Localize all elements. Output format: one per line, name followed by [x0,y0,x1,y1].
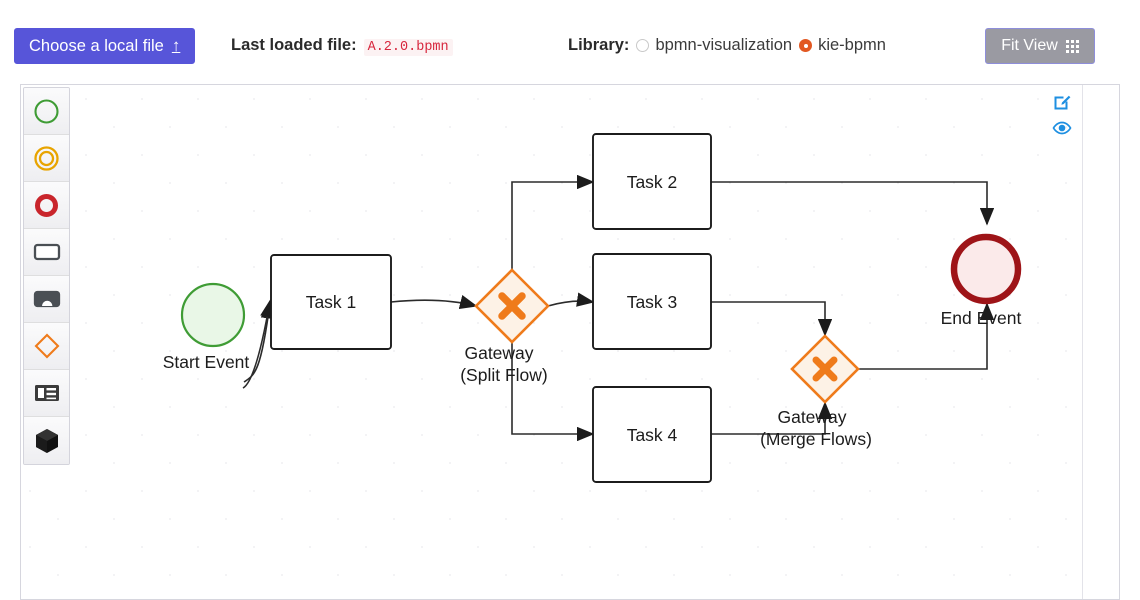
end-event-icon [35,193,58,217]
last-loaded-file: Last loaded file: A.2.0.bpmn [231,36,453,56]
library-label: Library: [568,36,630,54]
flow-task-2-to-end-event[interactable] [711,181,995,226]
task-4-label: Task 4 [627,425,678,445]
gateway-merge-x-icon [812,356,838,382]
gateway-split-x-icon [498,292,526,320]
flow-task-3-to-gateway-merge[interactable] [711,301,833,337]
diagram-canvas[interactable]: Start Event Task 1 Gateway (Split Flow) [20,84,1120,600]
library-selector: Library: bpmn-visualization kie-bpmn [568,36,886,55]
grid-dots-icon [1065,39,1079,53]
flow-start-task1[interactable] [243,302,268,386]
data-table-icon [34,385,59,401]
choose-local-file-button[interactable]: Choose a local file ↑ [14,28,196,64]
diagram-canvas-surface[interactable]: Start Event Task 1 Gateway (Split Flow) [21,85,1083,599]
subprocess-icon [33,290,60,308]
node-start-event[interactable]: Start Event [163,282,250,372]
gateway-merge-label-line2: (Merge Flows) [760,429,872,449]
fit-view-button[interactable]: Fit View [985,28,1095,64]
task-4-shape[interactable] [592,386,712,483]
intermediate-event-icon [34,145,59,171]
node-end-event[interactable]: End Event [941,233,1022,328]
radio-unchecked-icon[interactable] [636,39,650,52]
start-event-icon [34,98,59,124]
library-radio-bpmn-visualization[interactable]: bpmn-visualization [636,36,792,55]
flow-gateway-split-to-task-4[interactable] [511,306,595,442]
library-option-label: kie-bpmn [818,36,886,54]
seq-start-task1[interactable] [244,301,270,386]
sequence-flows [243,300,276,383]
gateway-split-label-line1: Gateway [464,343,533,363]
palette-item-subprocess[interactable] [24,276,69,323]
task-2-shape[interactable] [592,133,712,230]
eye-visibility-icon[interactable] [1052,118,1072,138]
flow-layer [242,297,271,386]
task-3-label: Task 3 [627,292,678,312]
palette-item-start-event[interactable] [24,88,69,135]
canvas-tools-rail[interactable] [1044,87,1080,138]
palette-item-task[interactable] [24,229,69,276]
upload-arrow-icon: ↑ [171,36,181,55]
bpmn-diagram: Start Event Task 1 Gateway (Split Flow) [163,133,1022,483]
sequence-flow-group [242,174,995,442]
last-loaded-file-label: Last loaded file: [231,36,357,54]
start-event-label: Start Event [163,352,250,372]
node-task-4[interactable]: Task 4 [592,386,712,483]
task-3-shape[interactable] [592,253,712,350]
palette-item-intermediate-event[interactable] [24,135,69,182]
flow-start-to-task1[interactable] [243,300,276,383]
gateway-merge-label-line1: Gateway [777,407,846,427]
end-event-label: End Event [941,308,1022,328]
radio-checked-icon[interactable] [799,39,813,52]
node-gateway-split[interactable]: Gateway (Split Flow) [460,268,550,385]
palette-item-cube[interactable] [24,417,69,464]
flow-task-1-to-gateway-split[interactable] [390,295,478,309]
gateway-icon [34,333,59,359]
task-1-shape[interactable] [270,254,392,350]
palette-item-data-table[interactable] [24,370,69,417]
node-task-1[interactable]: Task 1 [270,254,392,350]
flow-gateway-merge-to-end-event[interactable] [858,302,995,370]
flow-task-4-to-gateway-merge[interactable] [711,401,833,435]
edit-pencil-icon[interactable] [1052,91,1072,111]
gateway-split-label-line2: (Split Flow) [460,365,548,385]
flow-gateway-split-to-task-2[interactable] [511,174,595,306]
palette-item-end-event[interactable] [24,182,69,229]
library-radio-kie-bpmn[interactable]: kie-bpmn [799,36,886,55]
task-icon [33,243,60,261]
palette-item-gateway[interactable] [24,323,69,370]
element-palette[interactable] [23,87,70,465]
task-2-label: Task 2 [627,172,678,192]
start-event-shape[interactable] [180,282,246,348]
choose-local-file-label: Choose a local file [29,37,164,55]
fit-view-label: Fit View [1001,37,1058,54]
cube-icon [35,428,58,453]
flow-start-event-to-task-1[interactable] [242,299,275,389]
toolbar: Choose a local file ↑ Last loaded file: … [0,0,1140,84]
node-task-2[interactable]: Task 2 [592,133,712,230]
node-gateway-merge[interactable]: Gateway (Merge Flows) [760,334,872,449]
library-option-label: bpmn-visualization [655,36,793,54]
task-1-label: Task 1 [306,292,357,312]
node-task-3[interactable]: Task 3 [592,253,712,350]
end-event-shape[interactable] [950,233,1022,305]
last-loaded-file-value: A.2.0.bpmn [363,39,453,56]
flow-gateway-split-to-task-3[interactable] [547,292,595,307]
